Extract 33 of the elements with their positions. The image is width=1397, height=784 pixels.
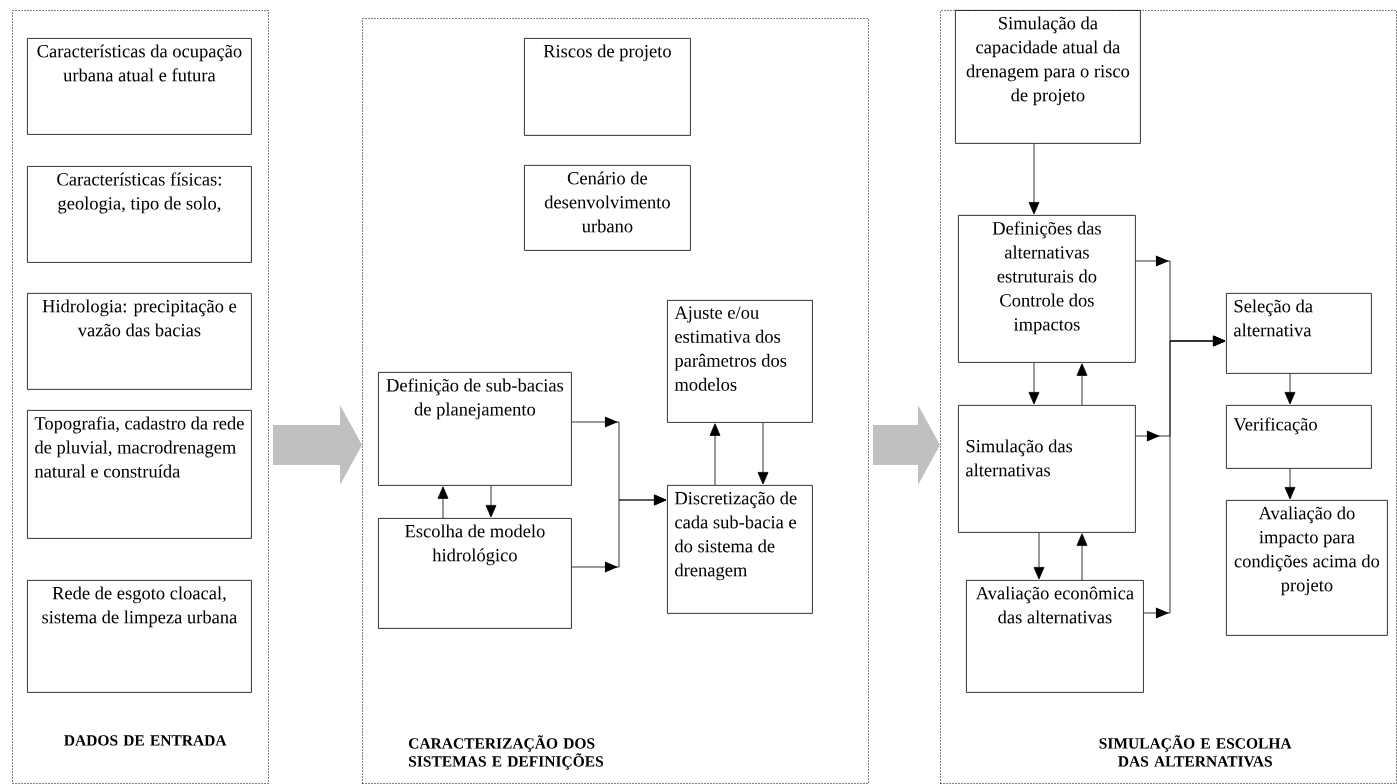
process-box: Topografia, cadastro da rede de pluvial, macrodrenagem natural e construída	[27, 410, 252, 539]
process-box: Cenário de desenvolvimento urbano	[524, 165, 691, 251]
process-box: Simulação das alternativas	[958, 405, 1136, 533]
arrow	[1143, 335, 1226, 619]
block-arrow	[873, 405, 940, 485]
arrow	[1284, 373, 1296, 405]
process-box: Avaliação econômica das alternativas	[966, 580, 1144, 693]
arrow	[1284, 468, 1296, 500]
process-box: Características da ocupação urbana atual e futura	[27, 38, 252, 135]
arrow	[1076, 363, 1088, 406]
process-box: Características físicas: geologia, tipo de solo,	[27, 166, 252, 263]
process-box: Simulação da capacidade atual da drenagem para o risco de projeto	[955, 10, 1141, 144]
arrow	[485, 485, 497, 518]
arrow	[437, 486, 449, 519]
process-box: Ajuste e/ou estimativa dos parâmetros dos modelos	[667, 300, 813, 423]
process-box: Hidrologia: precipitação e vazão das bacias	[27, 293, 252, 390]
process-box: Escolha de modelo hidrológico	[378, 518, 572, 629]
process-box: Definições das alternativas estruturais do Controle dos impactos	[958, 215, 1136, 363]
arrow	[709, 423, 721, 486]
process-box: Verificação	[1226, 405, 1372, 469]
process-box: Definição de sub-bacias de planejamento	[378, 372, 572, 486]
arrow	[1076, 533, 1088, 581]
arrow	[571, 494, 667, 573]
arrow	[757, 422, 769, 485]
arrow	[1028, 362, 1040, 405]
arrow	[1028, 143, 1040, 215]
arrow	[1033, 532, 1045, 580]
process-box: Discretização de cada sub-bacia e do sistema de drenagem	[667, 485, 813, 614]
process-box: Seleção da alternativa	[1226, 293, 1372, 374]
process-box: Rede de esgoto cloacal, sistema de limpeza urbana	[27, 580, 252, 693]
process-box: Riscos de projeto	[524, 38, 691, 136]
block-arrow	[273, 405, 362, 485]
process-box: Avaliação do impacto para condições acima do projeto	[1226, 500, 1388, 636]
